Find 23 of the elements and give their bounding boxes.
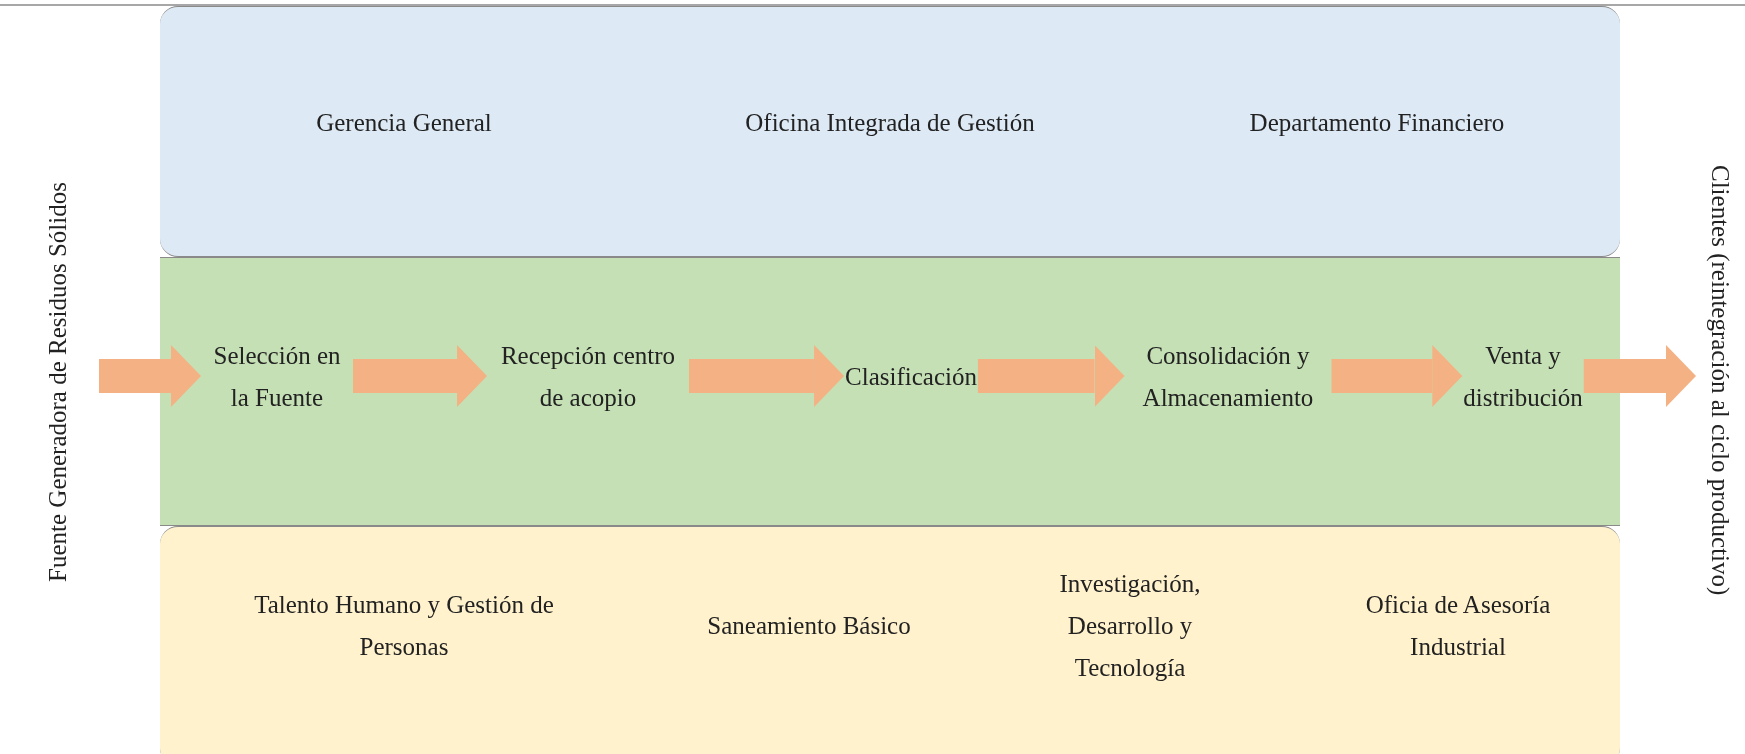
arrow xyxy=(689,345,845,407)
step-label: Venta y distribución xyxy=(1463,341,1583,413)
step-label: Selección en la Fuente xyxy=(212,341,342,413)
unit-label: Talento Humano y Gestión de Personas xyxy=(253,590,555,662)
side-label: Clientes (reintegración al ciclo productivo) xyxy=(1706,164,1735,596)
arrow xyxy=(977,345,1125,407)
side-label: Fuente Generadora de Residuos Sólidos xyxy=(43,182,72,582)
arrow xyxy=(1583,345,1696,407)
process-band xyxy=(160,257,1620,526)
management-band xyxy=(160,6,1620,257)
arrow xyxy=(99,345,201,407)
unit-label: Investigación, Desarrollo y Tecnología xyxy=(1058,569,1202,683)
step-label: Clasificación xyxy=(845,362,977,392)
unit-label: Departamento Financiero xyxy=(1248,108,1506,138)
arrow xyxy=(353,345,487,407)
step-label: Recepción centro de acopio xyxy=(499,341,677,413)
unit-label: Oficina Integrada de Gestión xyxy=(744,108,1036,138)
support-band xyxy=(160,526,1620,754)
unit-label: Oficia de Asesoría Industrial xyxy=(1364,590,1552,662)
unit-label: Gerencia General xyxy=(315,108,493,138)
arrow xyxy=(1331,345,1463,407)
unit-label: Saneamiento Básico xyxy=(706,611,912,641)
step-label: Consolidación y Almacenamiento xyxy=(1141,341,1315,413)
